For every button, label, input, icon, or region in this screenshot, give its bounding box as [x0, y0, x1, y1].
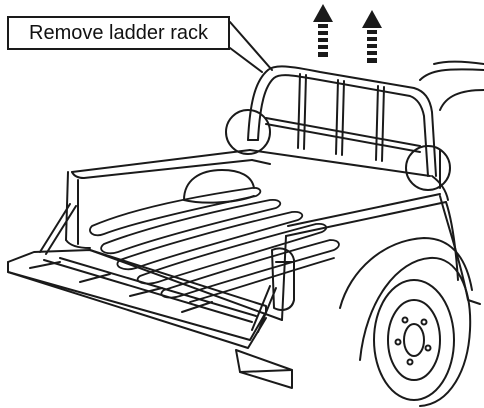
rear-wheel	[359, 256, 472, 407]
bed-floor-ribs	[89, 186, 340, 303]
detail-circle-icon	[405, 145, 451, 191]
truck-bed	[65, 149, 459, 321]
tailgate-cable	[39, 203, 277, 333]
dashed-up-arrow-icon	[362, 10, 382, 63]
callout-label: Remove ladder rack	[7, 16, 230, 50]
rear-fender	[339, 195, 481, 309]
tail-light	[271, 247, 295, 311]
ladder-rack	[247, 65, 437, 177]
callout-leader	[229, 21, 273, 73]
truck-cab	[419, 60, 484, 189]
detail-circle-icon	[225, 109, 271, 155]
dashed-up-arrow-icon	[313, 4, 333, 57]
rear-bumper	[235, 349, 293, 389]
